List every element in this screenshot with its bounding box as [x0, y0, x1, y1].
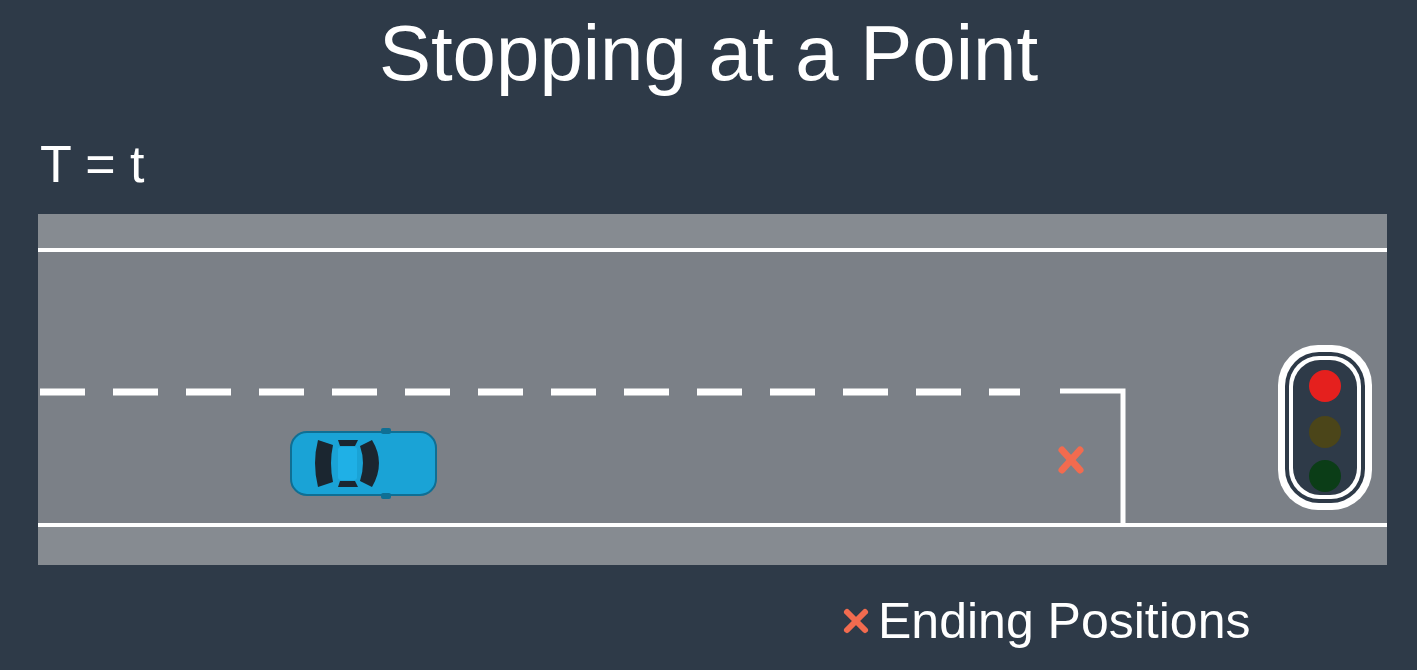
diagram-title: Stopping at a Point — [0, 14, 1417, 92]
lane-edge — [38, 248, 1387, 252]
lane-edge — [38, 523, 1387, 527]
legend-row: Ending Positions — [842, 596, 1250, 646]
legend-mark — [842, 607, 870, 635]
road-shoulder — [38, 214, 1387, 565]
road-surface — [38, 252, 1387, 524]
car — [291, 428, 436, 499]
ending-position-mark — [1062, 450, 1080, 470]
center-dashes — [40, 389, 1020, 396]
time-label: T = t — [40, 138, 145, 190]
stop-line — [1060, 391, 1123, 525]
legend-text: Ending Positions — [878, 596, 1250, 646]
traffic-light — [1278, 345, 1372, 510]
